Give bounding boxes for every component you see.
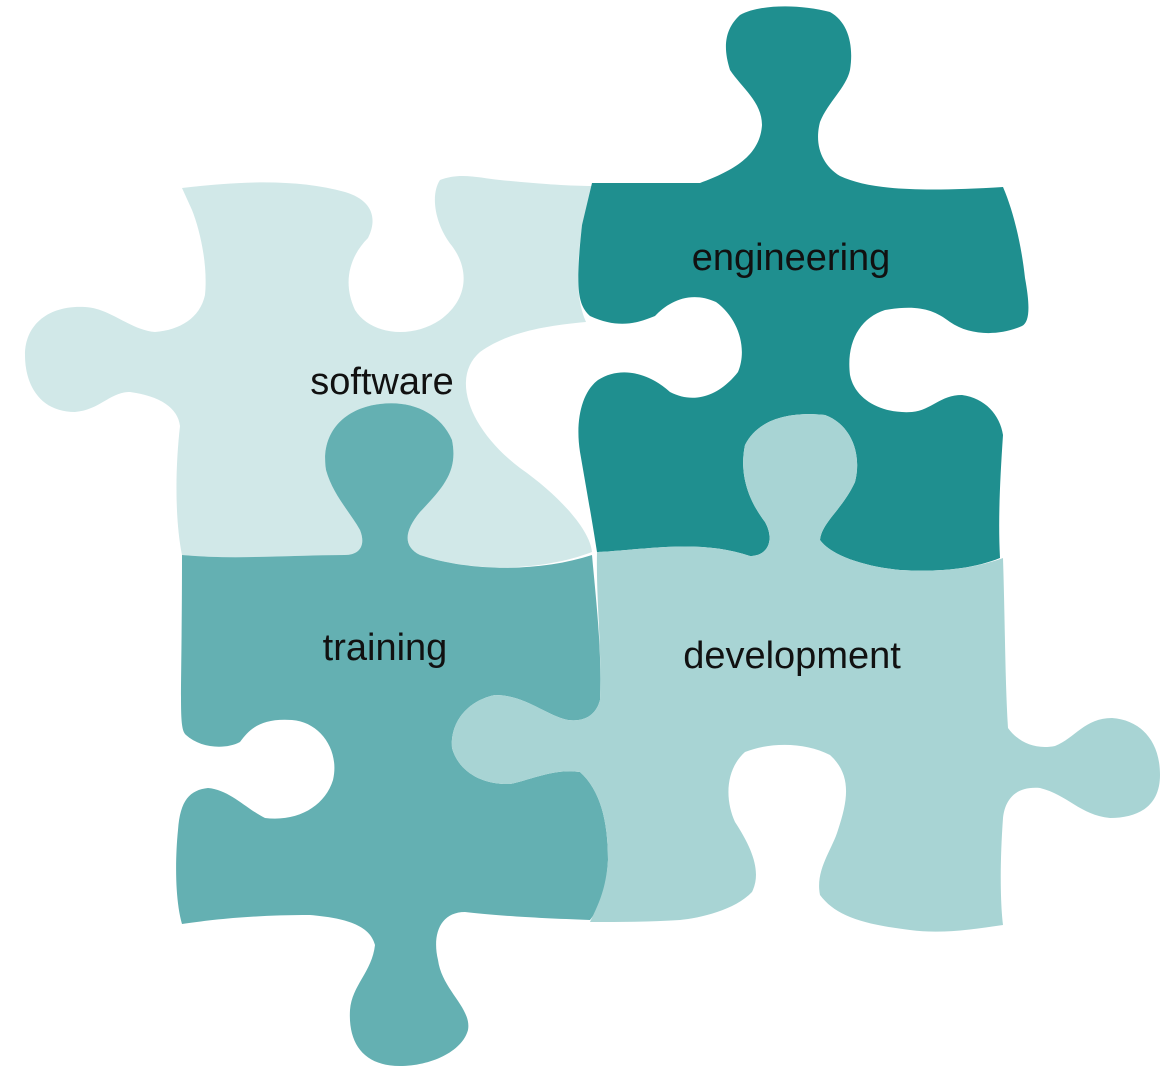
label-software: software	[310, 361, 454, 403]
puzzle-piece-development	[451, 414, 1160, 932]
puzzle-piece-software	[25, 175, 592, 568]
puzzle-piece-engineering	[578, 6, 1029, 571]
label-development: development	[683, 635, 901, 677]
puzzle-piece-training	[176, 403, 608, 1066]
label-engineering: engineering	[692, 237, 891, 279]
label-training: training	[323, 627, 448, 669]
